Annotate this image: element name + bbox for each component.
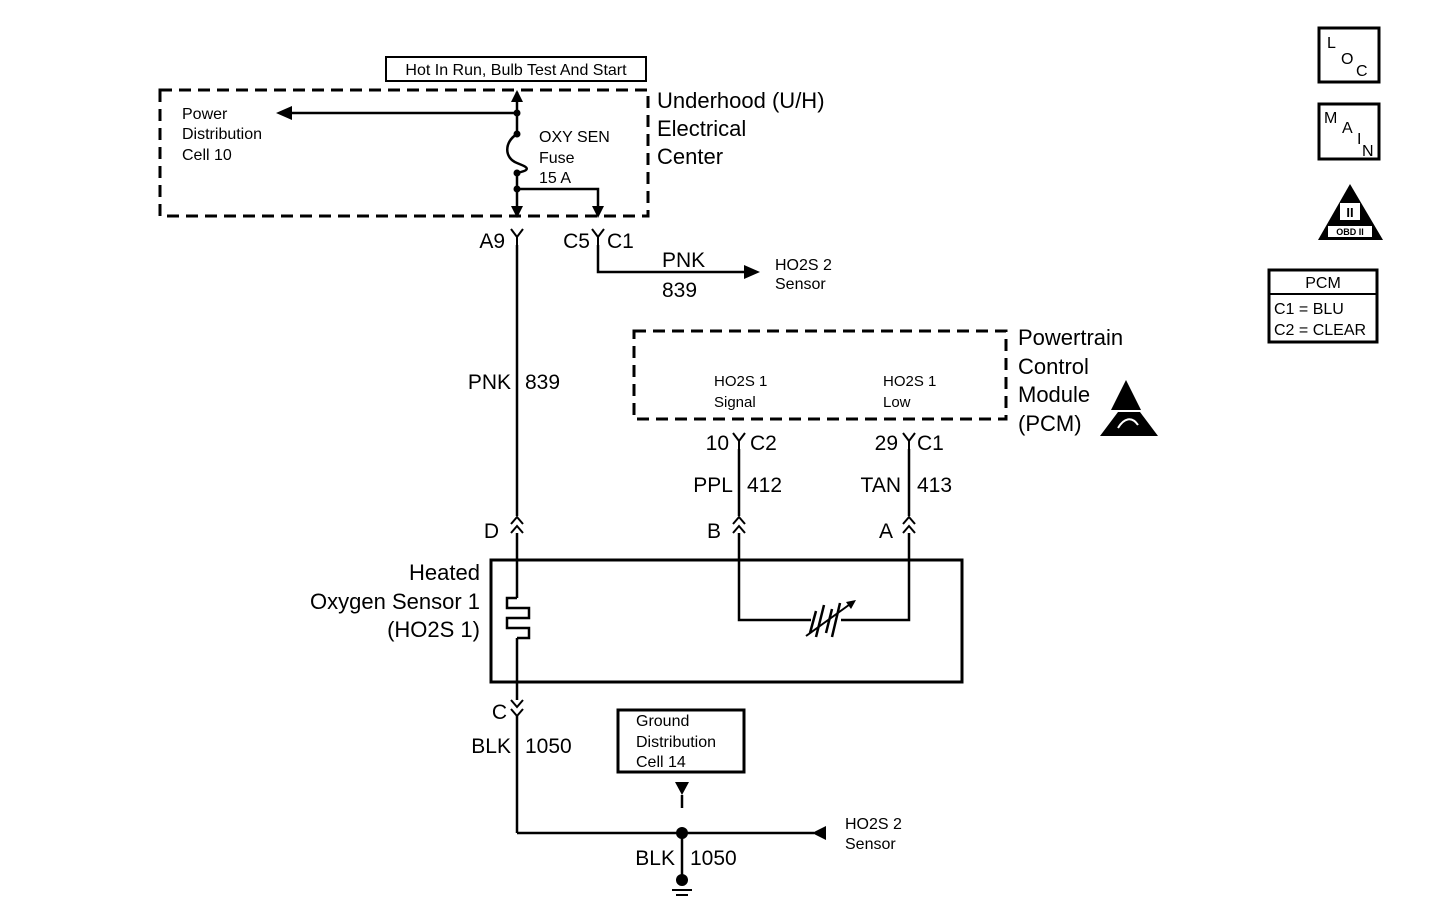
- obd-ii-badge[interactable]: II OBD II: [1318, 184, 1383, 240]
- wire-tan-color: TAN: [861, 474, 901, 497]
- power-dist-line1: Power: [182, 106, 228, 123]
- wire-blk-lower-num: 1050: [690, 847, 737, 870]
- connector-d-symbol: [510, 515, 524, 534]
- connector-b-symbol: [732, 515, 746, 534]
- pcm-box: [632, 329, 1008, 421]
- wire-pnk-top-color: PNK: [662, 249, 705, 272]
- wire-pnk-main-num: 839: [525, 371, 560, 394]
- wire-blk-lower-color: BLK: [635, 847, 675, 870]
- main-i: I: [1357, 131, 1361, 148]
- connector-a9: A9: [479, 230, 505, 253]
- header-label: Hot In Run, Bulb Test And Start: [405, 62, 627, 79]
- loc-badge[interactable]: L O C: [1317, 26, 1381, 84]
- obd-numeral: II: [1346, 205, 1353, 220]
- pcm-signal-line1: HO2S 1: [714, 373, 767, 390]
- ground-dist-line1: Ground: [636, 713, 689, 730]
- sensor-line1: Heated: [409, 560, 480, 585]
- sensor-line2: Oxygen Sensor 1: [310, 589, 480, 614]
- loc-c: C: [1356, 63, 1368, 80]
- ground-dist-arrow: [675, 782, 689, 795]
- heater-element-symbol: [505, 596, 531, 640]
- main-badge[interactable]: M A I N: [1317, 102, 1381, 161]
- fuse-symbol: [506, 132, 528, 175]
- ground-dist-line2: Distribution: [636, 734, 716, 751]
- a9-arrow: [511, 206, 523, 218]
- pcm-signal-line2: Signal: [714, 394, 756, 411]
- ground-dist-line3: Cell 14: [636, 754, 686, 771]
- header-label-box: [385, 56, 647, 82]
- connector-c1-top: C1: [607, 230, 634, 253]
- fuse-line2: Fuse: [539, 150, 575, 167]
- pcm-c2-connector-symbol: [732, 432, 746, 449]
- loc-l: L: [1327, 35, 1336, 52]
- pnk-839-to-ho2s2-wire: [596, 245, 745, 274]
- variable-cell-symbol: [805, 600, 856, 638]
- connector-pcm-29: 29: [875, 432, 898, 455]
- fuse-line3: 15 A: [539, 170, 571, 187]
- connector-pcm-c1: C1: [917, 432, 944, 455]
- uh-center-line2: Electrical: [657, 116, 746, 141]
- uh-center-line1: Underhood (U/H): [657, 88, 825, 113]
- pcm-legend-row2: C2 = CLEAR: [1274, 322, 1366, 339]
- connector-c5: C5: [563, 230, 590, 253]
- ground-dist-box: [616, 708, 746, 774]
- ho2s2-top-arrow: [744, 265, 760, 279]
- connector-a: A: [879, 520, 893, 543]
- connector-c: C: [492, 701, 507, 724]
- ho2s2-bottom-line2: Sensor: [845, 836, 896, 853]
- signal-loop-right: [841, 533, 911, 622]
- wire-ppl-num: 412: [747, 474, 782, 497]
- power-dist-line3: Cell 10: [182, 147, 232, 164]
- connector-a-symbol: [902, 515, 916, 534]
- bus-splice-top: [513, 109, 521, 117]
- power-dist-arrow: [276, 106, 292, 120]
- connector-b: B: [707, 520, 721, 543]
- loc-o: O: [1341, 51, 1353, 68]
- signal-loop-left: [737, 533, 811, 622]
- wire-ppl-color: PPL: [693, 474, 733, 497]
- main-n: N: [1362, 143, 1374, 160]
- power-dist-line2: Distribution: [182, 126, 262, 143]
- c5-branch-wire: [517, 187, 600, 208]
- wire-pnk-main-color: PNK: [468, 371, 511, 394]
- connector-c-symbol: [510, 699, 524, 718]
- wire-pnk-top-num: 839: [662, 279, 697, 302]
- pcm-line1: Powertrain: [1018, 325, 1123, 350]
- main-a: A: [1342, 120, 1353, 137]
- underhood-center-box: [158, 88, 650, 218]
- ho2s1-sensor-box: [489, 558, 964, 684]
- bus-entry-arrow: [511, 90, 523, 102]
- fuse-line1: OXY SEN: [539, 129, 610, 146]
- wire-blk-upper-color: BLK: [471, 735, 511, 758]
- uh-center-line3: Center: [657, 144, 723, 169]
- pcm-line3: Module: [1018, 382, 1090, 407]
- connector-d: D: [484, 520, 499, 543]
- c5-arrow: [592, 206, 604, 218]
- pcm-low-line1: HO2S 1: [883, 373, 936, 390]
- pcm-c1-connector-symbol: [902, 432, 916, 449]
- c5-connector-symbol: [591, 228, 605, 245]
- pcm-legend-row1: C1 = BLU: [1274, 301, 1344, 318]
- pcm-legend: PCM C1 = BLU C2 = CLEAR: [1267, 268, 1379, 344]
- ground-point: [676, 874, 688, 886]
- ho2s2-top-line1: HO2S 2: [775, 257, 832, 274]
- ho2s2-top-line2: Sensor: [775, 276, 826, 293]
- ho2s2-bottom-line1: HO2S 2: [845, 816, 902, 833]
- connector-pcm-10: 10: [706, 432, 729, 455]
- a9-connector-symbol: [510, 228, 524, 245]
- pcm-low-line2: Low: [883, 394, 911, 411]
- connector-pcm-c2: C2: [750, 432, 777, 455]
- pcm-legend-title: PCM: [1305, 275, 1341, 292]
- wire-tan-num: 413: [917, 474, 952, 497]
- pcm-line4: (PCM): [1018, 411, 1082, 436]
- esd-warning-icon: [1100, 380, 1158, 436]
- sensor-line3: (HO2S 1): [387, 617, 480, 642]
- main-m: M: [1324, 110, 1337, 127]
- obd-label: OBD II: [1336, 227, 1364, 237]
- pcm-line2: Control: [1018, 354, 1089, 379]
- ho2s2-bottom-arrow: [812, 826, 826, 840]
- wire-blk-upper-num: 1050: [525, 735, 572, 758]
